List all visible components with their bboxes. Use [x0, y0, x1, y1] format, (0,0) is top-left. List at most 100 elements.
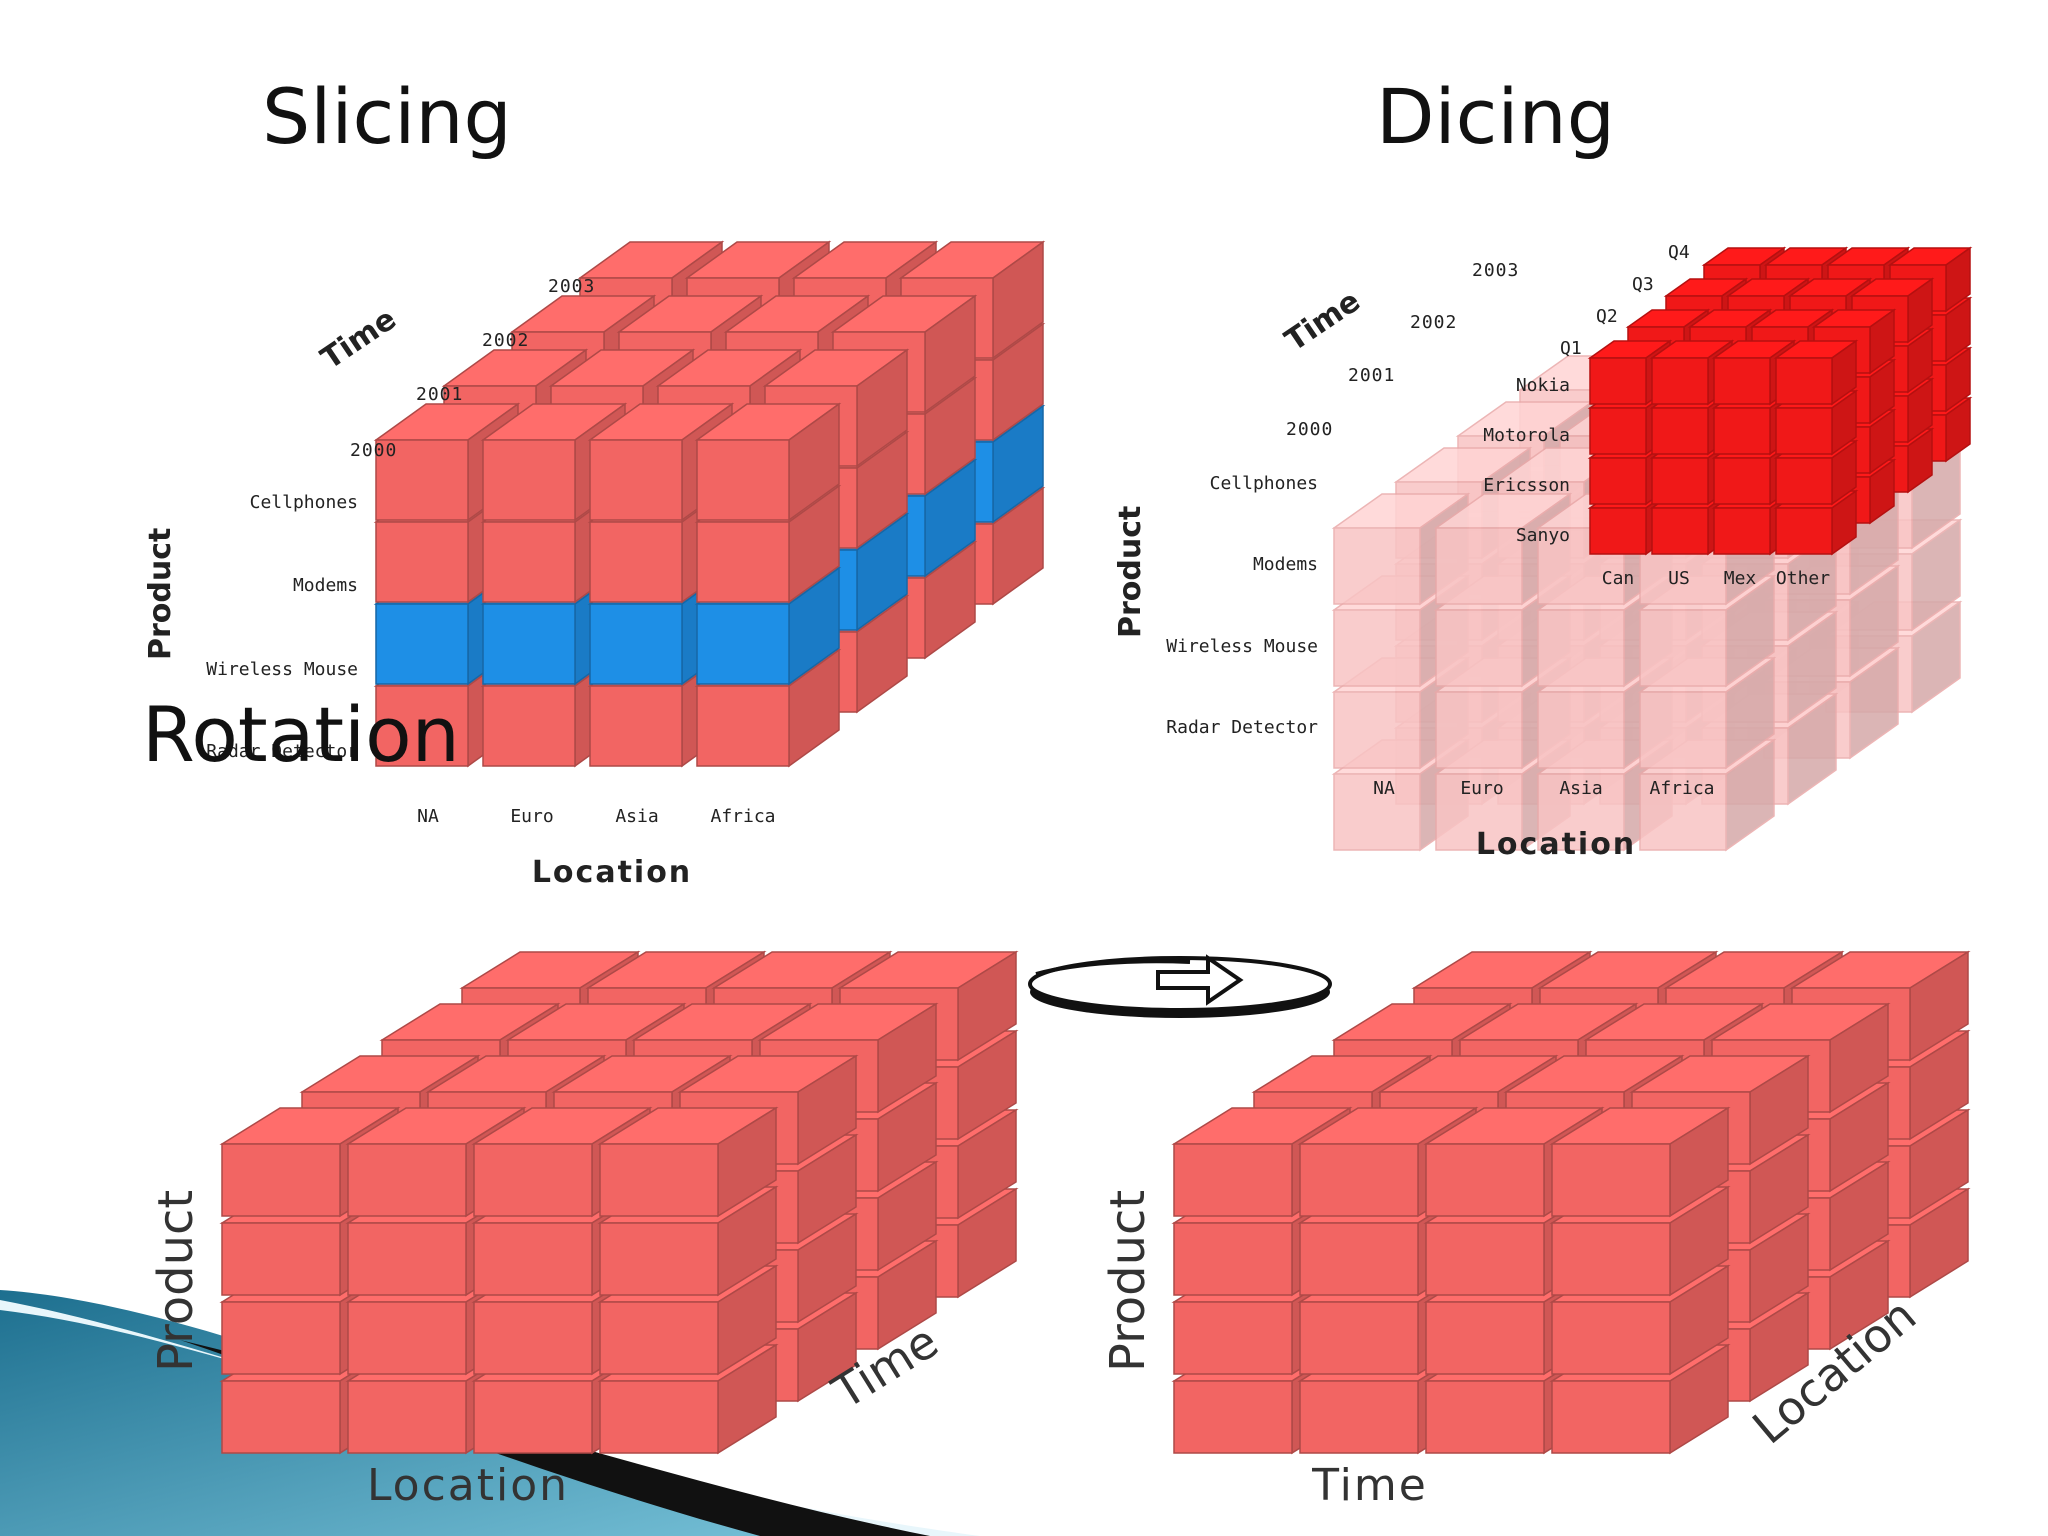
- cube-front-face: [375, 521, 469, 603]
- cube-front-face: [473, 1143, 593, 1217]
- rotate-arrow-icon: [1028, 954, 1332, 1018]
- sub-location-label: Mex: [1724, 568, 1757, 589]
- cube-front-face: [599, 1222, 719, 1296]
- cube-front-face: [473, 1380, 593, 1454]
- product-label: Cellphones: [250, 492, 358, 513]
- rotation-title: Rotation: [142, 690, 460, 779]
- cube-front-face: [375, 685, 469, 767]
- sub-product-label: Nokia: [1516, 375, 1570, 396]
- dicing-cube: 2003200220012000Q4Q3Q2Q1CellphonesModems…: [1113, 242, 1973, 862]
- quarter-label: Q2: [1596, 306, 1618, 327]
- cube-front-face: [375, 439, 469, 521]
- product-label: Wireless Mouse: [206, 659, 358, 680]
- bottom-axis-title: Time: [1311, 1460, 1428, 1511]
- cube-front-face: [1589, 507, 1647, 555]
- time-axis-title: Time: [315, 302, 403, 377]
- vertical-axis-title: Product: [1100, 1190, 1156, 1372]
- cube-front-face: [1589, 357, 1647, 405]
- cube-front-face: [1537, 691, 1625, 769]
- sub-location-label: Can: [1602, 568, 1635, 589]
- cube-front-face: [696, 439, 790, 521]
- cube-front-face: [1425, 1301, 1545, 1375]
- product-axis-title: Product: [143, 528, 178, 660]
- cube-front-face: [1333, 691, 1421, 769]
- location-label: NA: [1373, 778, 1395, 799]
- location-label: Africa: [1649, 778, 1714, 799]
- cube-front-face: [1435, 691, 1523, 769]
- cube-front-face: [589, 685, 683, 767]
- dice-cell: [1649, 339, 1735, 406]
- cube-front-face: [1775, 457, 1833, 505]
- sub-location-label: Other: [1776, 568, 1830, 589]
- cube-cell: [694, 402, 842, 522]
- product-label: Modems: [293, 575, 358, 596]
- cube-front-face: [696, 603, 790, 685]
- cube-front-face: [599, 1143, 719, 1217]
- sub-product-label: Ericsson: [1483, 475, 1570, 496]
- cube-front-face: [1551, 1380, 1671, 1454]
- product-axis-title: Product: [1113, 506, 1148, 638]
- vertical-axis-title: Product: [148, 1190, 204, 1372]
- cube-cell: [1709, 1002, 1891, 1114]
- cube-front-face: [1651, 357, 1709, 405]
- location-label: Africa: [710, 806, 775, 827]
- cube-front-face: [347, 1143, 467, 1217]
- location-label: Euro: [1460, 778, 1503, 799]
- cube-front-face: [1425, 1222, 1545, 1296]
- cube-front-face: [347, 1222, 467, 1296]
- cube-front-face: [1299, 1301, 1419, 1375]
- cube-front-face: [1589, 407, 1647, 455]
- cube-front-face: [375, 603, 469, 685]
- location-axis-title: Location: [532, 855, 692, 890]
- cube-front-face: [1775, 507, 1833, 555]
- swoosh-white: [0, 1300, 980, 1536]
- cube-front-face: [1713, 407, 1771, 455]
- cube-front-face: [1435, 609, 1523, 687]
- year-label: 2001: [1348, 365, 1395, 386]
- cube-front-face: [221, 1222, 341, 1296]
- cube-front-face: [1333, 527, 1421, 605]
- product-label: Wireless Mouse: [1166, 636, 1318, 657]
- cube-front-face: [1173, 1222, 1293, 1296]
- product-label: Radar Detector: [1166, 717, 1318, 738]
- cube-front-face: [473, 1222, 593, 1296]
- cube-front-face: [589, 439, 683, 521]
- cube-front-face: [1639, 609, 1727, 687]
- cube-front-face: [482, 521, 576, 603]
- location-axis-title: Location: [1476, 827, 1636, 862]
- cube-front-face: [1775, 357, 1833, 405]
- cube-front-face: [696, 521, 790, 603]
- slicing-title: Slicing: [262, 72, 512, 161]
- cube-front-face: [1333, 609, 1421, 687]
- cube-cell: [1549, 1185, 1731, 1297]
- cube-front-face: [1299, 1222, 1419, 1296]
- cube-front-face: [1425, 1143, 1545, 1217]
- cube-front-face: [1435, 773, 1523, 851]
- cube-front-face: [1651, 507, 1709, 555]
- year-label: 2002: [1410, 312, 1457, 333]
- cube-front-face: [1651, 457, 1709, 505]
- cube-front-face: [1713, 507, 1771, 555]
- quarter-label: Q4: [1668, 242, 1690, 263]
- location-label: Asia: [1559, 778, 1602, 799]
- cube-front-face: [347, 1301, 467, 1375]
- cube-cell: [597, 1106, 779, 1218]
- cube-front-face: [599, 1301, 719, 1375]
- time-axis-title: Time: [1279, 284, 1367, 359]
- year-label: 2003: [1472, 260, 1519, 281]
- cube-cell: [837, 950, 1019, 1062]
- cube-front-face: [1425, 1380, 1545, 1454]
- year-label: 2002: [482, 330, 529, 351]
- bottom-axis-title: Location: [367, 1460, 569, 1511]
- product-label: Cellphones: [1210, 473, 1318, 494]
- cube-front-face: [696, 685, 790, 767]
- cube-front-face: [599, 1380, 719, 1454]
- cube-cell: [1549, 1106, 1731, 1218]
- cube-front-face: [347, 1380, 467, 1454]
- location-label: Euro: [510, 806, 553, 827]
- sub-product-label: Motorola: [1483, 425, 1570, 446]
- dice-cell: [1711, 339, 1797, 406]
- sub-location-label: US: [1668, 568, 1690, 589]
- cube-front-face: [1173, 1143, 1293, 1217]
